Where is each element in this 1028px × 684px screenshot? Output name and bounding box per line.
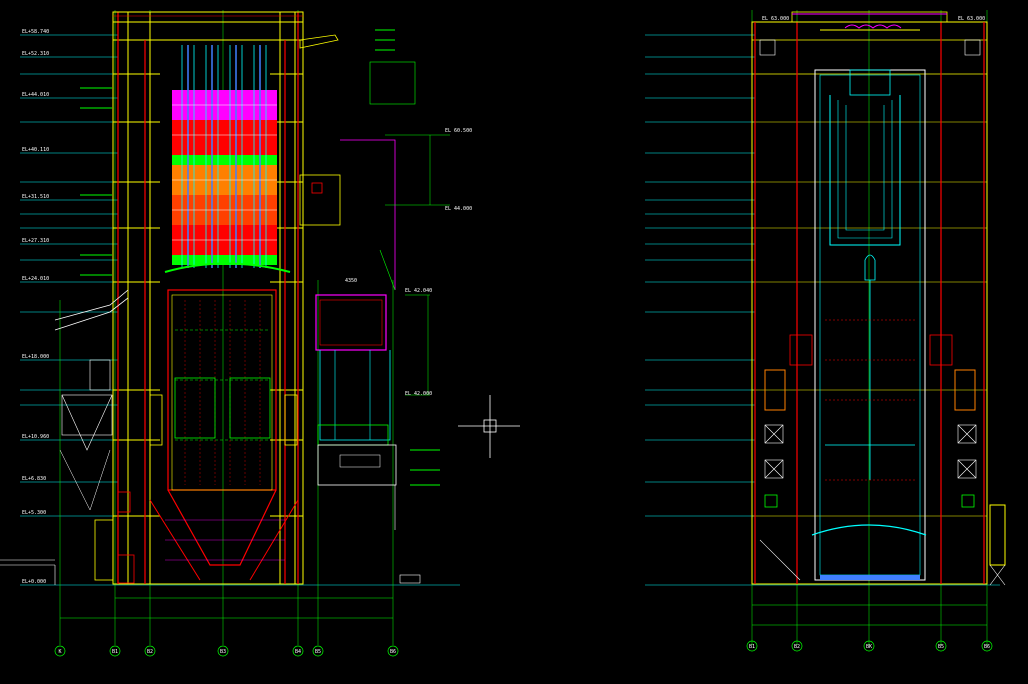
- axis-label: B1: [112, 649, 118, 655]
- right-side-equipment: [759, 24, 1006, 586]
- left-roof: [112, 11, 339, 49]
- elev-label: EL+31.510: [22, 194, 49, 200]
- axis-label: BK: [866, 644, 872, 650]
- left-elevation-view: EL+58.740 EL+52.310 EL+44.010 EL+40.110 …: [0, 10, 472, 657]
- axis-label: B1: [749, 644, 755, 650]
- right-axis-bubble-labels: B1 B2 BK B5 B6: [749, 644, 990, 650]
- elev-label: EL+44.010: [22, 92, 49, 98]
- left-elevation-leaders: [20, 34, 460, 586]
- axis-label: B5: [938, 644, 944, 650]
- annotation-text: EL 42.040: [405, 288, 432, 294]
- elev-label: EL+18.000: [22, 354, 49, 360]
- left-axis-bubble-labels: K B1 B2 B3 B4 B5 B6: [58, 649, 396, 655]
- left-elevation-texts: EL+58.740 EL+52.310 EL+44.010 EL+40.110 …: [22, 29, 49, 585]
- annotation-text: EL 60.500: [445, 128, 472, 134]
- furnace-body: [149, 289, 299, 581]
- elev-label: EL+0.000: [22, 579, 46, 585]
- right-axis-bubbles: [746, 640, 993, 652]
- legend-table: [369, 61, 416, 105]
- right-top-notes: EL 63.000 EL 63.000: [762, 16, 985, 22]
- elev-label: EL+5.300: [22, 510, 46, 516]
- annotation-text: EL 63.000: [762, 16, 789, 22]
- left-axis-bubbles: [54, 645, 399, 657]
- axis-label: B3: [220, 649, 226, 655]
- elev-label: EL+58.740: [22, 29, 49, 35]
- axis-label: B2: [147, 649, 153, 655]
- axis-label: B6: [984, 644, 990, 650]
- elev-label: EL+40.110: [22, 147, 49, 153]
- right-furnace: [811, 69, 927, 581]
- axis-label: K: [58, 649, 61, 655]
- elev-label: EL+6.830: [22, 476, 46, 482]
- elev-label: EL+52.310: [22, 51, 49, 57]
- left-annotations: EL 60.500 EL 44.000 EL 42.040 EL 42.000 …: [345, 128, 472, 397]
- axis-label: B4: [295, 649, 301, 655]
- right-elevation-leaders: [645, 34, 1000, 586]
- axis-label: B5: [315, 649, 321, 655]
- annotation-text: EL 42.000: [405, 391, 432, 397]
- crosshair-icon: [458, 395, 520, 458]
- annotation-text: EL 44.000: [445, 206, 472, 212]
- annotation-text: EL 63.000: [958, 16, 985, 22]
- axis-label: B6: [390, 649, 396, 655]
- elev-label: EL+10.960: [22, 434, 49, 440]
- annotation-text: 4350: [345, 278, 357, 284]
- right-steel-frame: [751, 11, 988, 585]
- axis-label: B2: [794, 644, 800, 650]
- left-dimension-lines: [60, 597, 393, 619]
- right-elevation-view: B1 B2 BK B5 B6: [645, 10, 1006, 652]
- air-heater-duct: [299, 134, 450, 584]
- left-label-dashes: [80, 29, 440, 486]
- heat-surface-block: [164, 45, 291, 273]
- right-axis-lines: [751, 10, 988, 645]
- elev-label: EL+24.010: [22, 276, 49, 282]
- elev-label: EL+27.310: [22, 238, 49, 244]
- coal-bunker-structure: [0, 289, 135, 585]
